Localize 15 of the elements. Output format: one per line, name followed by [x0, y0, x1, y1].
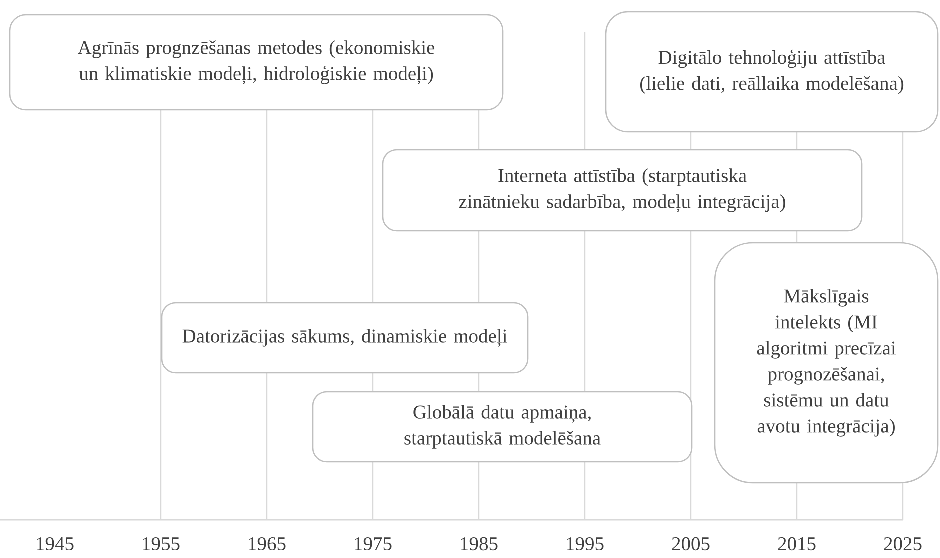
event-box: Interneta attīstība (starptautiska zinātnieku sadarbība, modeļu integrācija) [382, 149, 863, 232]
year-label: 1945 [37, 537, 74, 551]
year-label: 2015 [778, 537, 816, 551]
year-label: 2005 [672, 537, 710, 551]
event-box: Mākslīgais intelekts (MI algoritmi precīzai prognozēšanai, sistēmu un datu avotu integrācija) [714, 242, 939, 484]
year-label: 2025 [884, 537, 922, 551]
year-label: 1975 [355, 537, 392, 551]
year-label: 1985 [461, 537, 498, 551]
year-label: 1995 [567, 537, 604, 551]
year-label: 1965 [249, 537, 286, 551]
year-label: 1955 [143, 537, 180, 551]
event-box: Agrīnās prognzēšanas metodes (ekonomiskie un klimatiskie modeļi, hidroloģiskie modeļi) [9, 14, 504, 111]
event-box: Datorizācijas sākums, dinamiskie modeļi [161, 302, 529, 374]
event-box: Globālā datu apmaiņa, starptautiskā modelēšana [312, 391, 693, 463]
event-box: Digitālo tehnoloģiju attīstība (lielie dati, reāllaika modelēšana) [605, 11, 939, 133]
